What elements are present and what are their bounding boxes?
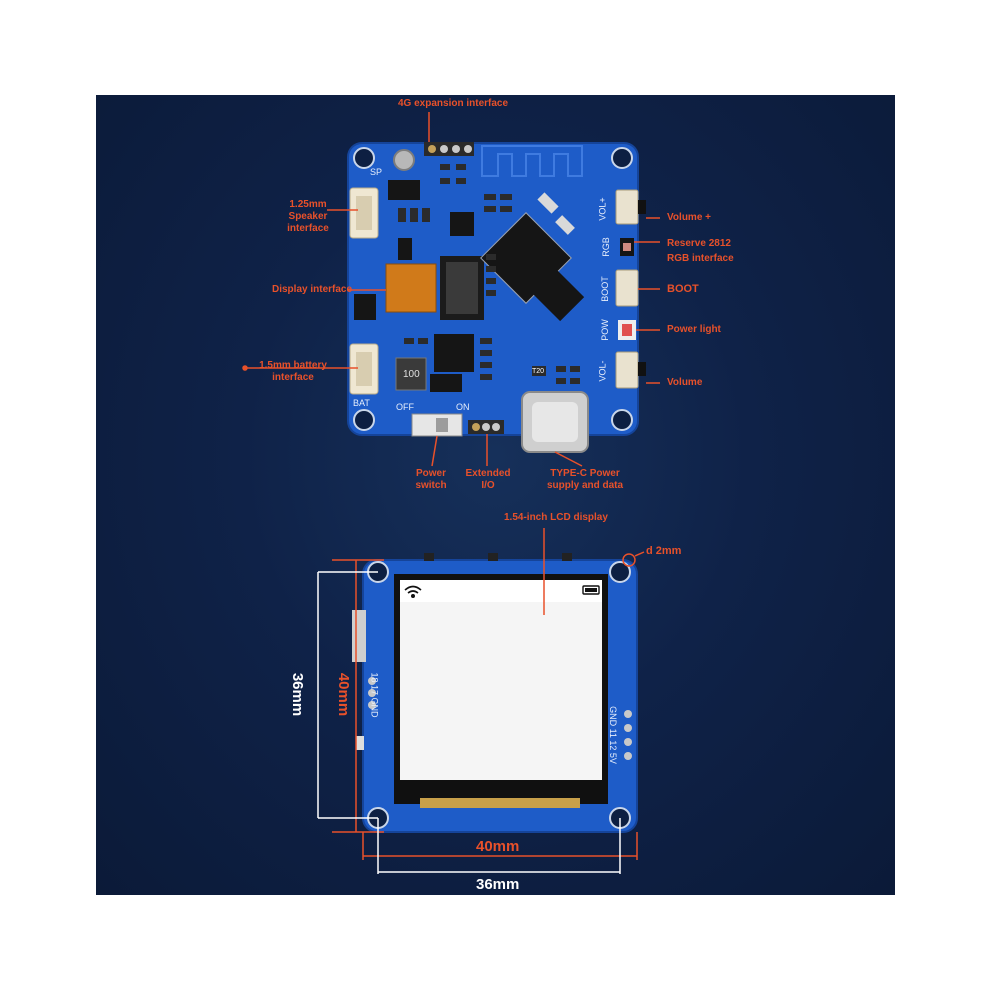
right-pin-labels: GND 11 12 5V bbox=[607, 706, 618, 764]
label-4g-expansion: 4G expansion interface bbox=[398, 98, 509, 109]
label-volume-plus: Volume + bbox=[667, 212, 711, 223]
silk-on: ON bbox=[456, 402, 470, 412]
label-volume: Volume bbox=[667, 377, 703, 388]
label-boot: BOOT bbox=[667, 283, 699, 295]
label-power-light: Power light bbox=[667, 324, 721, 335]
dim-height-outer: 36mm bbox=[289, 672, 307, 717]
dim-height-inner: 40mm bbox=[335, 672, 353, 717]
label-power-switch: Power switch bbox=[415, 468, 447, 491]
battery-icon bbox=[582, 585, 600, 595]
wifi-icon bbox=[404, 585, 422, 598]
dim-width-inner: 40mm bbox=[476, 838, 520, 855]
top-leader-lines bbox=[242, 112, 660, 467]
silk-t20: T20 bbox=[532, 368, 545, 375]
dim-width-outer: 36mm bbox=[476, 876, 520, 893]
label-rgb-interface: Reserve 2812 RGB interface bbox=[667, 238, 734, 264]
bottom-leader-lines bbox=[332, 528, 645, 860]
silk-rgb: RGB bbox=[600, 237, 611, 257]
label-extended-io: Extended I/O bbox=[465, 468, 511, 491]
silk-vol-minus: VOL- bbox=[597, 360, 608, 382]
white-dimension-lines bbox=[317, 571, 621, 874]
label-battery-interface: 1.5mm battery interface bbox=[259, 360, 327, 383]
silk-pow: POW bbox=[599, 319, 610, 341]
silk-vol-plus: VOL+ bbox=[597, 197, 608, 221]
bottom-pcb bbox=[352, 553, 638, 833]
silk-off: OFF bbox=[396, 402, 414, 412]
left-pin-labels: 18 17 GND bbox=[369, 672, 380, 718]
label-speaker-interface: 1.25mm Speaker interface bbox=[287, 199, 329, 234]
silk-boot: BOOT bbox=[599, 276, 610, 302]
label-typec: TYPE-C Power supply and data bbox=[546, 468, 624, 491]
silk-bat: BAT bbox=[353, 398, 370, 408]
label-hole-diameter: d 2mm bbox=[646, 545, 682, 557]
silk-sp: SP bbox=[370, 167, 383, 177]
label-display-interface: Display interface bbox=[272, 284, 353, 295]
label-lcd-display: 1.54-inch LCD display bbox=[504, 512, 608, 523]
silk-100: 100 bbox=[403, 369, 420, 380]
